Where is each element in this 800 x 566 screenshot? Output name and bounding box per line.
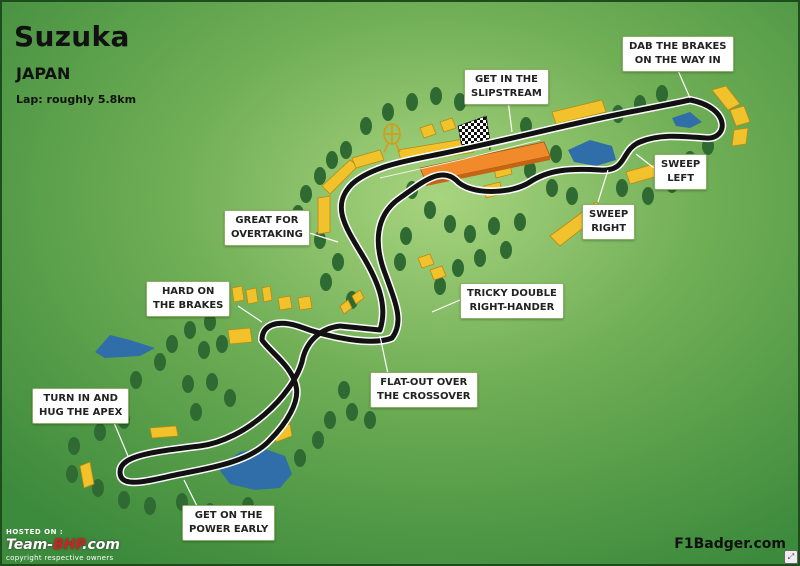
- callout-hug-apex: TURN IN AND HUG THE APEX: [32, 388, 130, 424]
- callout-line: TRICKY DOUBLE: [467, 288, 557, 299]
- callout-leaders: [111, 65, 691, 509]
- callout-line: DAB THE BRAKES: [629, 41, 727, 52]
- expand-icon[interactable]: ⤢: [784, 550, 798, 564]
- callout-line: FLAT-OUT OVER: [380, 377, 468, 388]
- lap-length: Lap: roughly 5.8km: [16, 93, 137, 106]
- callout-line: HARD ON: [161, 286, 215, 297]
- callout-overtaking: GREAT FOR OVERTAKING: [224, 210, 310, 246]
- callout-line: THE CROSSOVER: [377, 391, 471, 402]
- page-title: Suzuka: [14, 20, 130, 53]
- callout-line: RIGHT: [591, 223, 627, 234]
- callout-hard-brakes: HARD ON THE BRAKES: [146, 281, 231, 317]
- pond-hairpin: [672, 112, 702, 128]
- callout-double-right: TRICKY DOUBLE RIGHT-HANDER: [460, 283, 564, 319]
- callout-line: GREAT FOR: [235, 215, 299, 226]
- callout-line: POWER EARLY: [189, 524, 269, 535]
- callout-line: TURN IN AND: [43, 393, 118, 404]
- site-prefix: Team-: [6, 537, 54, 553]
- callout-dab-brakes: DAB THE BRAKES ON THE WAY IN: [622, 36, 734, 72]
- site-watermark: Team-BHP.com: [6, 537, 120, 553]
- callout-line: OVERTAKING: [231, 229, 303, 240]
- race-track: [116, 96, 726, 487]
- callout-sweep-right: SWEEP RIGHT: [582, 204, 636, 240]
- pond-east: [568, 140, 616, 166]
- callout-line: ON THE WAY IN: [634, 55, 721, 66]
- callout-crossover: FLAT-OUT OVER THE CROSSOVER: [370, 372, 478, 408]
- country-label: JAPAN: [16, 64, 71, 83]
- callout-slipstream: GET IN THE SLIPSTREAM: [464, 69, 549, 105]
- callout-line: SWEEP: [589, 209, 629, 220]
- callout-power-early: GET ON THE POWER EARLY: [182, 505, 276, 541]
- site-accent: BHP: [53, 537, 83, 553]
- callout-line: GET IN THE: [474, 74, 538, 85]
- callout-line: LEFT: [667, 173, 695, 184]
- copyright-text: copyright respective owners: [6, 554, 114, 562]
- site-suffix: .com: [82, 537, 120, 553]
- hosted-on-label: HOSTED ON :: [6, 528, 64, 536]
- callout-line: SLIPSTREAM: [471, 88, 542, 99]
- callout-line: RIGHT-HANDER: [469, 302, 555, 313]
- credit-text: F1Badger.com: [674, 536, 786, 552]
- callout-line: THE BRAKES: [153, 300, 224, 311]
- callout-line: SWEEP: [661, 159, 701, 170]
- callout-line: HUG THE APEX: [39, 407, 123, 418]
- lake-west: [95, 335, 155, 358]
- ferris-wheel-icon: [383, 123, 401, 153]
- callout-sweep-left: SWEEP LEFT: [654, 154, 708, 190]
- callout-line: GET ON THE: [194, 510, 263, 521]
